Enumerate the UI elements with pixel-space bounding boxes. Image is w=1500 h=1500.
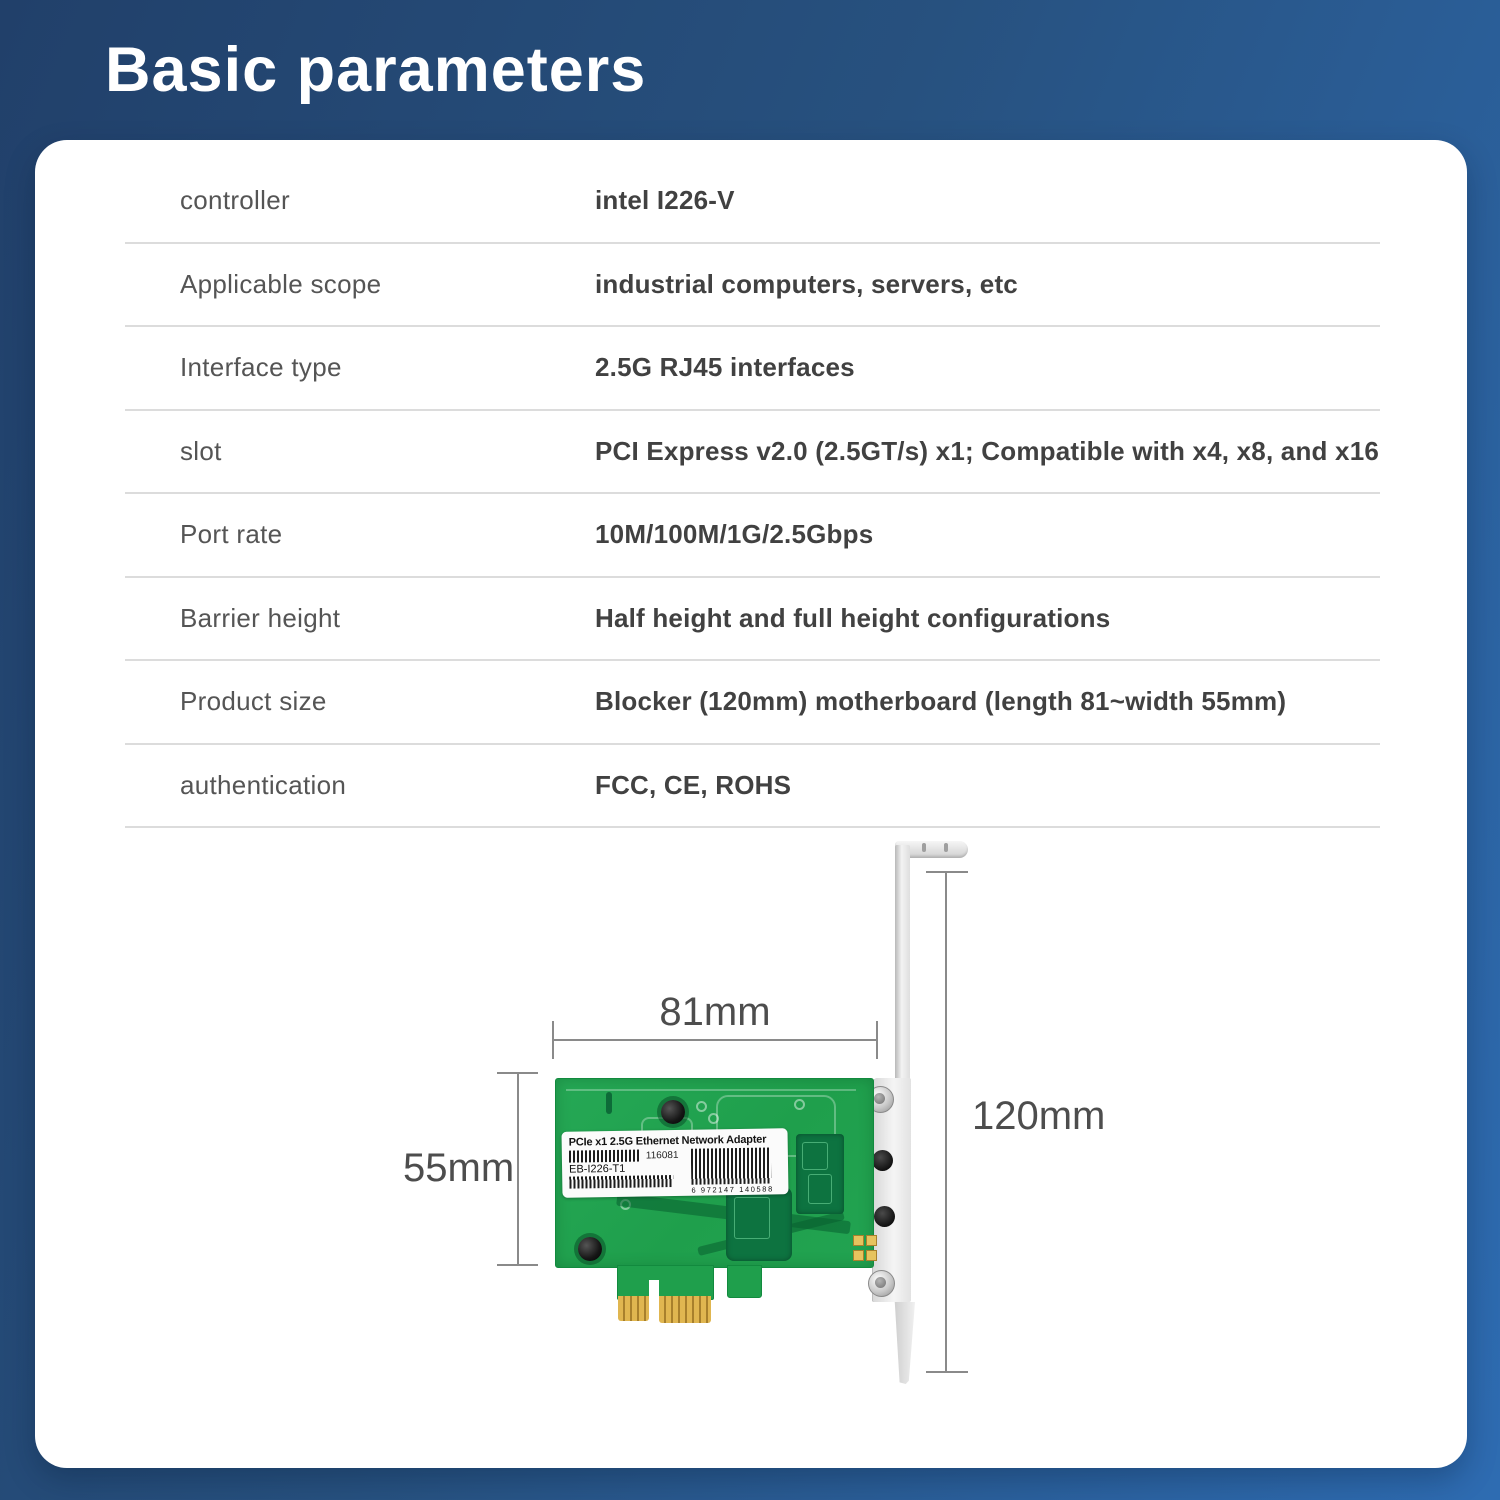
- ean-barcode: [690, 1147, 772, 1185]
- dimension-line-55mm: [517, 1072, 519, 1266]
- barcode: [568, 1149, 641, 1163]
- pcb-via: [696, 1101, 707, 1112]
- dimension-tick: [926, 871, 968, 873]
- spec-label: authentication: [180, 769, 347, 800]
- bracket-hook: [895, 841, 968, 858]
- dimension-line-120mm: [945, 871, 947, 1373]
- table-row: Applicable scope industrial computers, s…: [125, 244, 1380, 327]
- bracket-hook-notch: [944, 843, 948, 852]
- pcb-edge-tab: [727, 1265, 762, 1298]
- bracket-riser: [895, 845, 910, 1081]
- sticker-model: EB-I226-T1: [568, 1162, 626, 1176]
- bracket-screw-bottom: [868, 1270, 895, 1297]
- table-row: Interface type 2.5G RJ45 interfaces: [125, 327, 1380, 411]
- bracket-taper: [894, 1302, 915, 1384]
- spec-value: 2.5G RJ45 interfaces: [595, 352, 855, 383]
- dimension-bracket-height-label: 120mm: [972, 1094, 1106, 1138]
- dimension-tick: [926, 1371, 968, 1373]
- spec-value: 10M/100M/1G/2.5Gbps: [595, 519, 874, 550]
- spec-label: Port rate: [180, 519, 283, 550]
- table-row: authentication FCC, CE, ROHS: [125, 745, 1380, 828]
- bracket-plate: [872, 1078, 911, 1302]
- spec-value: FCC, CE, ROHS: [595, 769, 792, 800]
- spec-label: controller: [180, 185, 290, 216]
- dimension-tick: [876, 1021, 878, 1059]
- spec-label: slot: [180, 435, 222, 466]
- spec-label: Product size: [180, 686, 327, 717]
- ethernet-controller-chip: [796, 1134, 844, 1214]
- table-row: Port rate 10M/100M/1G/2.5Gbps: [125, 494, 1380, 578]
- sticker-title: PCIe x1 2.5G Ethernet Network Adapter: [568, 1133, 767, 1149]
- spec-value: Half height and full height configuratio…: [595, 602, 1111, 633]
- spec-value: intel I226-V: [595, 185, 735, 216]
- pcie-connector-base: [617, 1265, 714, 1300]
- pcb-gold-pads: [853, 1235, 877, 1261]
- dimension-board-width-label: 55mm: [403, 1146, 515, 1190]
- bracket-hook-notch: [922, 843, 926, 852]
- table-row: controller intel I226-V: [125, 160, 1380, 244]
- pcb-screw: [578, 1237, 602, 1261]
- dimension-line-81mm: [553, 1039, 877, 1041]
- pcb-via: [708, 1113, 719, 1124]
- dimension-board-length-label: 81mm: [659, 990, 771, 1034]
- dimension-tick: [497, 1072, 538, 1074]
- spec-value: industrial computers, servers, etc: [595, 268, 1018, 299]
- product-sticker: PCIe x1 2.5G Ethernet Network Adapter 11…: [561, 1128, 789, 1198]
- pcb-via: [794, 1099, 805, 1110]
- spec-label: Applicable scope: [180, 268, 382, 299]
- pcb-slot: [606, 1092, 612, 1114]
- spec-table: controller intel I226-V Applicable scope…: [125, 160, 1380, 828]
- dimension-tick: [552, 1021, 554, 1059]
- ean-number: 6 972147 140588: [691, 1184, 774, 1195]
- pcb-trace: [566, 1089, 856, 1091]
- spec-value: Blocker (120mm) motherboard (length 81~w…: [595, 686, 1287, 717]
- pcie-key-notch: [649, 1280, 659, 1325]
- barcode: [569, 1175, 674, 1189]
- pcb-screw: [661, 1100, 685, 1124]
- spec-label: Barrier height: [180, 602, 341, 633]
- bracket-hole: [874, 1206, 895, 1227]
- spec-value: PCI Express v2.0 (2.5GT/s) x1; Compatibl…: [595, 435, 1380, 466]
- pcie-gold-fingers-long: [659, 1296, 711, 1323]
- bracket-hole: [872, 1150, 893, 1171]
- sticker-code: 116081: [645, 1149, 679, 1161]
- pcb-dark-module: [726, 1187, 792, 1261]
- pcie-gold-fingers-short: [618, 1296, 649, 1321]
- table-row: Barrier height Half height and full heig…: [125, 578, 1380, 661]
- table-row: Product size Blocker (120mm) motherboard…: [125, 661, 1380, 745]
- spec-label: Interface type: [180, 352, 342, 383]
- dimension-tick: [497, 1264, 538, 1266]
- page-title: Basic parameters: [105, 35, 647, 105]
- table-row: slot PCI Express v2.0 (2.5GT/s) x1; Comp…: [125, 411, 1380, 494]
